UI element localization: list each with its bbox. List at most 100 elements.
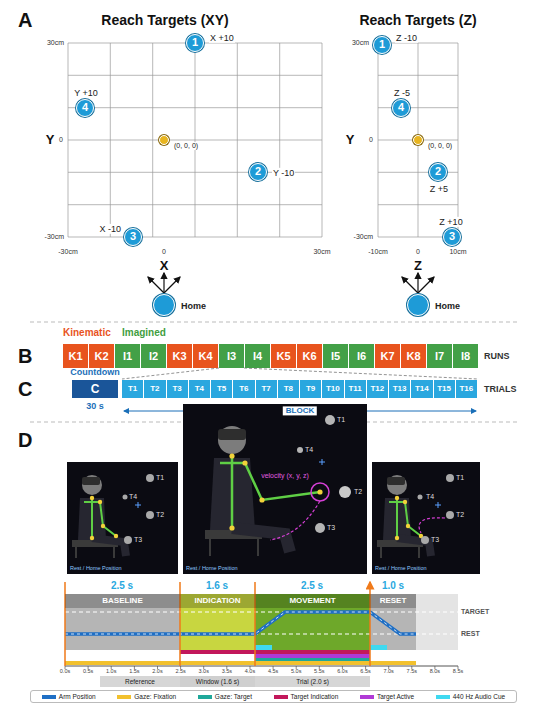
timeline (65, 666, 458, 667)
label: Reach Targets (Z) (359, 12, 476, 28)
timeline (255, 645, 272, 650)
legend-swatch (436, 695, 450, 699)
phase-label: RESET (370, 594, 416, 608)
photo-reset (419, 518, 445, 533)
interval-box: Reference (100, 676, 180, 687)
timeline (65, 661, 416, 665)
target-number: 2 (430, 164, 446, 179)
label: Rest / Home Position (70, 565, 122, 571)
timeline (370, 594, 416, 650)
trial-box: T10 (322, 380, 343, 398)
photo-rest (67, 462, 178, 574)
legend-text: 440 Hz Audio Cue (453, 693, 505, 700)
photo-reset (387, 477, 405, 485)
photo-reset (446, 511, 454, 519)
label: 1.0 s (382, 580, 404, 592)
legend-swatch (198, 695, 212, 699)
coordinate-label: X +10 (209, 33, 235, 43)
label: 1.5s (129, 668, 139, 674)
zoom-lines (244, 368, 478, 379)
photo-movement (218, 426, 246, 454)
phase-label: MOVEMENT (255, 594, 370, 608)
phase-label: BASELINE (65, 594, 180, 608)
label: 6.0s (337, 668, 347, 674)
legend-item: Target Active (360, 693, 414, 700)
legend-text: Gaze: Target (215, 693, 252, 700)
label: 30cm (47, 39, 64, 47)
trial-box: T3 (167, 380, 188, 398)
legend-swatch (42, 695, 56, 699)
run-box: K1 (63, 344, 88, 368)
home-circle: Home (407, 294, 429, 316)
legend-text: Target Active (377, 693, 414, 700)
home-label: Home (180, 301, 207, 311)
coordinate-label: (0, 0, 0) (173, 142, 199, 150)
timeline (65, 582, 458, 669)
box-label: T5 (217, 384, 226, 393)
run-box: K3 (167, 344, 192, 368)
grid-xy (68, 43, 322, 237)
photo-movement (325, 415, 335, 425)
photo-reset (406, 524, 410, 528)
target-circle: 3Z +10 (443, 228, 461, 246)
box-label: K4 (198, 350, 212, 363)
run-box: I8 (453, 344, 478, 368)
label: 1.0s (106, 668, 116, 674)
box-label: Trial (2.0 s) (296, 678, 329, 685)
label: T1 (456, 474, 464, 482)
label: T2 (456, 511, 464, 519)
label: Kinematic (63, 327, 111, 339)
label: Imagined (122, 327, 166, 339)
photo-movement (259, 497, 264, 502)
trial-box: T5 (211, 380, 232, 398)
photo-rest (92, 538, 126, 556)
run-box: I7 (427, 344, 452, 368)
label: 30cm (313, 248, 330, 256)
run-box: K6 (297, 344, 322, 368)
box-label: I7 (435, 350, 444, 363)
timeline (180, 594, 255, 650)
label: 0 (162, 248, 166, 256)
photo-reset (421, 536, 429, 544)
home-arrows (402, 277, 418, 293)
photo-rest (124, 536, 132, 544)
photo-movement (319, 459, 325, 465)
label: 0.0s (60, 668, 70, 674)
photo-movement (220, 456, 320, 528)
label: -30cm (354, 233, 373, 241)
home-circle: Home (153, 294, 175, 316)
box-label: T11 (348, 384, 361, 393)
countdown-duration: 30 s (86, 401, 104, 411)
photo-rest (82, 477, 100, 485)
run-box: K8 (401, 344, 426, 368)
target-number: 1 (374, 37, 390, 52)
label: 8.5s (453, 668, 463, 674)
box-label: T2 (150, 384, 159, 393)
photo-rest (76, 547, 114, 558)
label: 3.5s (222, 668, 232, 674)
grid-xy (68, 43, 322, 237)
box-label: I4 (253, 350, 262, 363)
timeline (416, 594, 458, 650)
box-label: I5 (331, 350, 340, 363)
timeline (65, 666, 458, 669)
legend-text: Arm Position (59, 693, 96, 700)
legend-item: Arm Position (42, 693, 96, 700)
box-label: T4 (195, 384, 204, 393)
panel-separator (30, 322, 517, 323)
interval-box: Window (1.6 s) (180, 676, 255, 687)
run-box: I2 (141, 344, 166, 368)
label: -30cm (58, 248, 77, 256)
box-label: T14 (415, 384, 429, 393)
home-arrows (164, 277, 180, 293)
trial-box: T2 (144, 380, 165, 398)
phase-band: INDICATION (180, 594, 255, 650)
box-label: T12 (370, 384, 384, 393)
trial-box: T8 (278, 380, 299, 398)
box-label: K8 (406, 350, 420, 363)
trial-box: T7 (256, 380, 277, 398)
label: REST (461, 630, 480, 638)
box-label: T8 (284, 384, 293, 393)
photo-movement (315, 523, 325, 533)
box-label: I6 (357, 350, 366, 363)
